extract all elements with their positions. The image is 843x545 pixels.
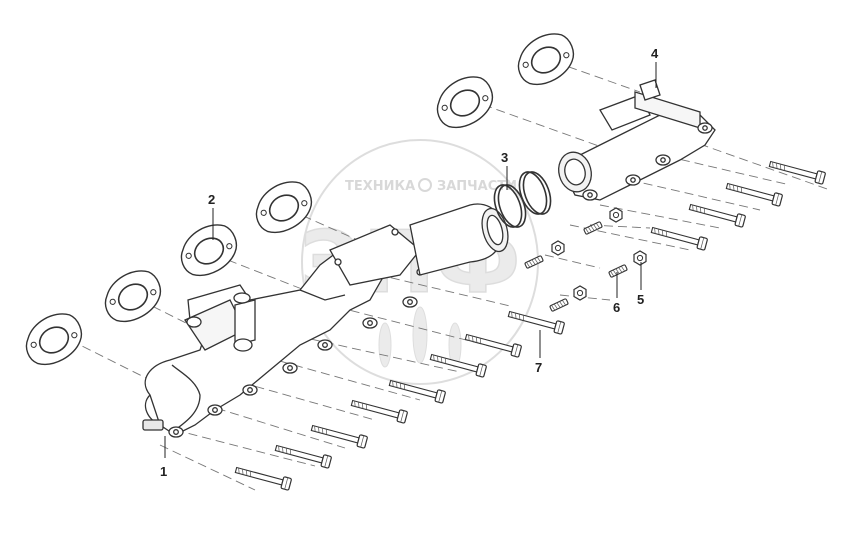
stud-1 — [583, 220, 603, 236]
callout-4: 4 — [651, 46, 659, 61]
bolt-2 — [724, 179, 784, 207]
bolt-11 — [273, 441, 333, 469]
gasket-2 — [95, 261, 170, 331]
nut-2 — [551, 240, 565, 256]
bolt-1 — [767, 157, 827, 185]
callout-6: 6 — [613, 300, 620, 315]
watermark-text-right: ЗАПЧАСТИ — [437, 179, 517, 194]
bolt-10 — [309, 421, 369, 449]
bolt-9 — [349, 396, 409, 424]
stud-4 — [549, 297, 569, 313]
gasket-1 — [16, 304, 91, 374]
nut-4 — [573, 285, 587, 301]
bolt-6 — [463, 330, 523, 358]
callout-7: 7 — [535, 360, 542, 375]
callout-leaders — [164, 62, 657, 458]
manifold-front-section — [142, 203, 509, 438]
stud-3 — [608, 263, 628, 279]
nut-1 — [609, 207, 623, 223]
callout-3: 3 — [501, 150, 508, 165]
bolt-12 — [233, 463, 293, 491]
bolt-4 — [649, 223, 709, 251]
watermark-wheat-icon — [378, 306, 462, 368]
nut-3 — [633, 250, 647, 266]
callout-2: 2 — [208, 192, 215, 207]
watermark-text-left: ТЕХНИКА — [345, 179, 415, 194]
watermark-gear-icon — [418, 178, 432, 192]
seal-ring-2 — [518, 171, 552, 215]
gasket-6 — [508, 24, 583, 94]
gasket-5 — [427, 67, 502, 137]
callout-1: 1 — [160, 464, 167, 479]
callout-5: 5 — [637, 292, 644, 307]
stud-2 — [524, 254, 544, 270]
gasket-3 — [171, 215, 246, 285]
manifold-rear-section — [558, 79, 716, 201]
